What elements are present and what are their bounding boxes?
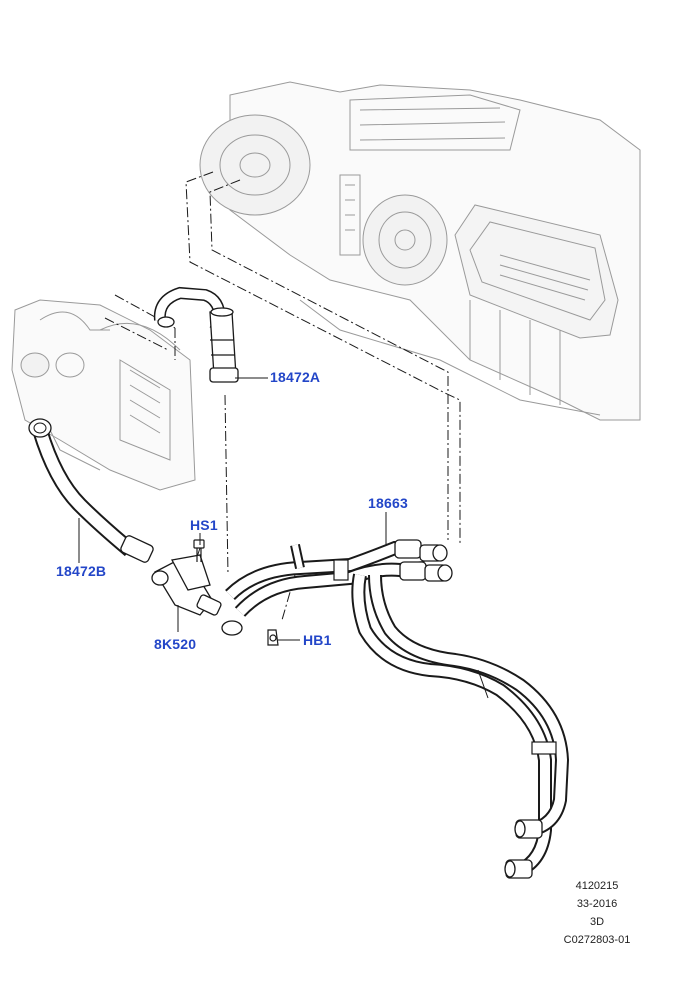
callout-8k520: 8K520 — [154, 636, 197, 652]
callout-hs1: HS1 — [190, 517, 218, 533]
stamp-line-4: C0272803-01 — [563, 934, 631, 946]
stamp-line-3: 3D — [589, 916, 605, 928]
bracket-hb1 — [267, 629, 279, 646]
hose-18472a — [153, 286, 239, 383]
callout-hb1: HB1 — [303, 632, 332, 648]
leader-lines — [78, 377, 387, 641]
valve-8k520 — [151, 554, 243, 636]
screw-hs1 — [193, 539, 205, 562]
heater-connectors — [394, 539, 453, 582]
callout-18663: 18663 — [368, 495, 408, 511]
hose-assembly-18663 — [225, 541, 570, 877]
stamp-line-1: 4120215 — [575, 880, 619, 892]
hose-18472b — [28, 418, 154, 563]
stamp-line-2: 33-2016 — [576, 898, 618, 910]
hvac-housing — [199, 81, 641, 421]
hose-ends — [504, 819, 543, 879]
callout-18472a: 18472A — [270, 369, 321, 385]
coolant-unit — [11, 299, 196, 491]
callout-18472b: 18472B — [56, 563, 107, 579]
